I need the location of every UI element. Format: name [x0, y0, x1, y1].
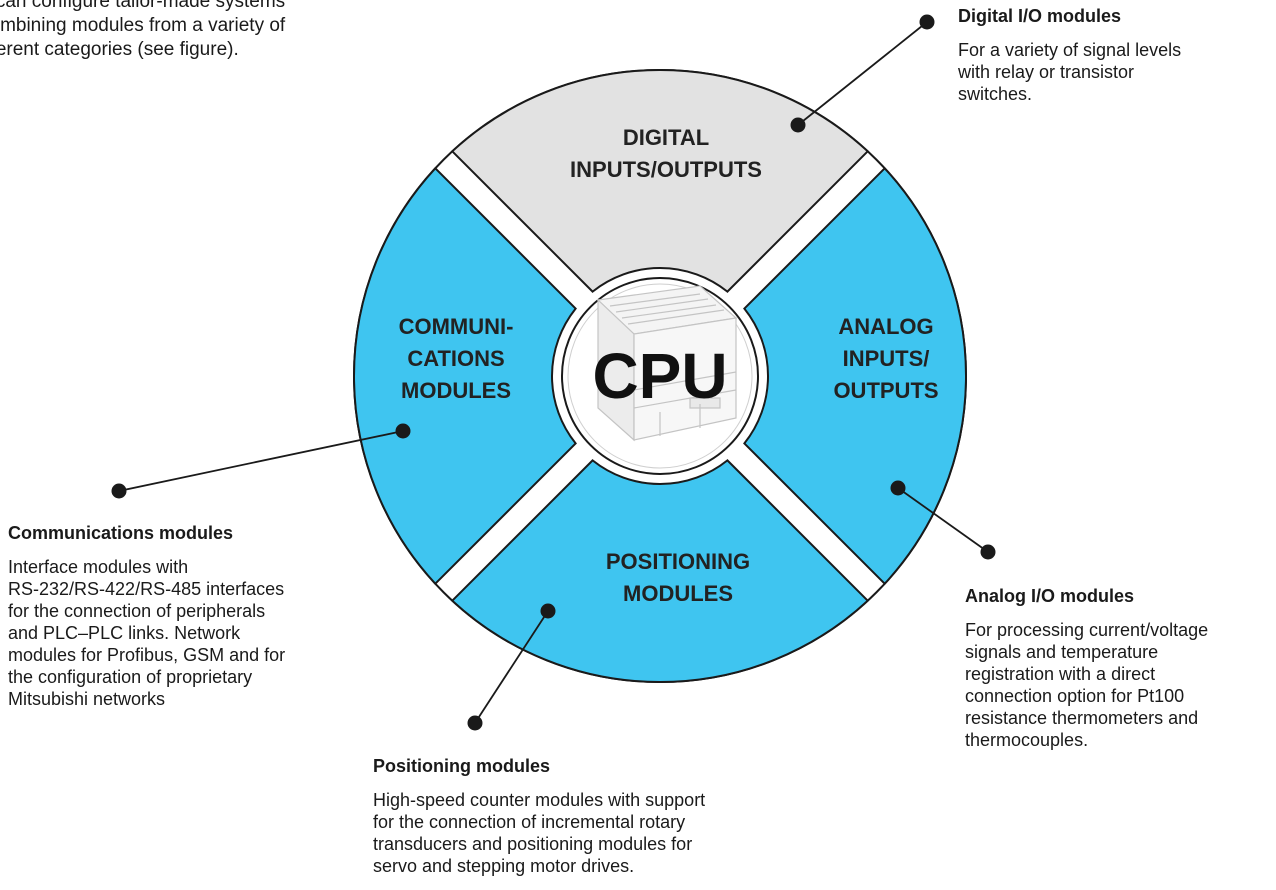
callout-line: the configuration of proprietary — [8, 667, 253, 687]
callout-line: Mitsubishi networks — [8, 689, 166, 709]
callout-line: High-speed counter modules with support — [373, 790, 706, 810]
callout-positioning-title: Positioning modules — [373, 756, 551, 776]
comms-segment-line-3: MODULES — [401, 378, 511, 403]
callout-line: signals and temperature — [965, 642, 1159, 662]
analog-segment-line-1: ANALOG — [838, 314, 933, 339]
leader-communications — [111, 423, 411, 499]
digital-segment-line-1: DIGITAL — [623, 125, 709, 150]
segment-analog-io — [743, 166, 968, 586]
comms-segment-line-1: COMMUNI- — [399, 314, 514, 339]
intro-line: combining modules from a variety of — [0, 15, 286, 36]
segment-communications — [352, 166, 577, 586]
positioning-segment-line-2: MODULES — [623, 581, 733, 606]
callout-communications: Communications modules Interface modules… — [8, 522, 285, 710]
callout-digital-title: Digital I/O modules — [958, 6, 1122, 26]
leader-analog — [890, 480, 996, 560]
digital-segment-line-2: INPUTS/OUTPUTS — [570, 157, 762, 182]
callout-line: thermocouples. — [965, 730, 1089, 750]
leader-positioning — [467, 603, 556, 731]
callout-line: connection option for Pt100 — [965, 686, 1185, 706]
callout-line: modules for Profibus, GSM and for — [8, 645, 286, 665]
callout-line: For a variety of signal levels — [958, 40, 1182, 60]
callout-line: For processing current/voltage — [965, 620, 1209, 640]
comms-segment-line-2: CATIONS — [407, 346, 504, 371]
callout-line: RS-232/RS-422/RS-485 interfaces — [8, 579, 285, 599]
callout-analog-title: Analog I/O modules — [965, 586, 1135, 606]
callout-line: resistance thermometers and — [965, 708, 1199, 728]
analog-segment-line-3: OUTPUTS — [833, 378, 938, 403]
callout-line: with relay or transistor — [958, 62, 1135, 82]
callout-digital-body: For a variety of signal levels with rela… — [958, 39, 1181, 105]
segment-positioning — [450, 459, 870, 684]
callout-digital: Digital I/O modules For a variety of sig… — [958, 5, 1181, 105]
callout-communications-body: Interface modules with RS-232/RS-422/RS-… — [8, 556, 285, 710]
callout-line: servo and stepping motor drives. — [373, 856, 635, 876]
callout-line: and PLC–PLC links. Network — [8, 623, 241, 643]
callout-positioning-body: High-speed counter modules with support … — [373, 789, 705, 877]
callout-positioning: Positioning modules High-speed counter m… — [373, 755, 705, 877]
intro-line: ...erent categories (see figure). — [0, 39, 239, 60]
plc-unit-icon — [596, 285, 738, 442]
callout-analog: Analog I/O modules For processing curren… — [965, 585, 1208, 751]
positioning-segment-line-1: POSITIONING — [606, 549, 750, 574]
callout-line: for the connection of incremental rotary — [373, 812, 686, 832]
analog-segment-line-2: INPUTS/ — [843, 346, 930, 371]
callout-line: Interface modules with — [8, 557, 189, 577]
callout-line: transducers and positioning modules for — [373, 834, 693, 854]
cpu-label: CPU — [592, 340, 727, 412]
intro-paragraph: ...can configure tailor-made systems com… — [0, 0, 380, 62]
callout-line: switches. — [958, 84, 1033, 104]
callout-line: for the connection of peripherals — [8, 601, 266, 621]
intro-line: ...can configure tailor-made systems — [0, 0, 286, 12]
callout-communications-title: Communications modules — [8, 523, 234, 543]
callout-line: registration with a direct — [965, 664, 1156, 684]
segment-digital-io — [450, 68, 870, 293]
leader-digital — [790, 14, 935, 133]
callout-analog-body: For processing current/voltage signals a… — [965, 619, 1208, 751]
